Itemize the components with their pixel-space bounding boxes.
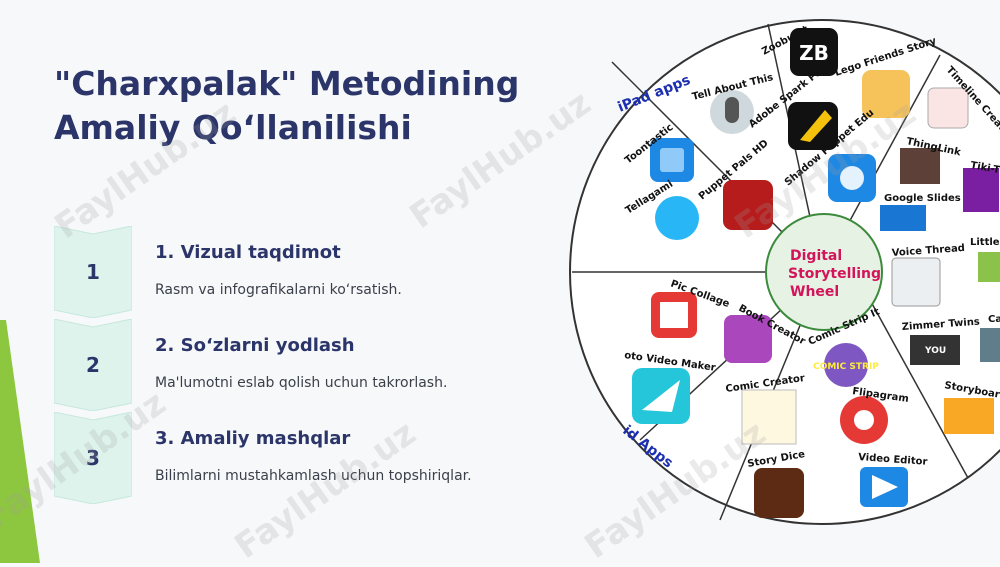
title-line-2: Amaliy Qo‘llanilishi: [54, 108, 412, 147]
voice-thread-icon: [891, 257, 941, 307]
step-number: 1: [86, 260, 100, 284]
book-creator-icon: [724, 315, 772, 363]
wheel-center-line-1: Digital: [790, 248, 842, 264]
step-title: 2. So‘zlarni yodlash: [155, 335, 355, 356]
comic-strip-icon-text: COMIC STRIP: [813, 362, 879, 372]
zooburst-icon: [790, 28, 838, 76]
app-label: Ca: [988, 314, 1000, 325]
step-chevron: [54, 226, 132, 318]
step-chevron: [54, 412, 132, 504]
step-1: 1 1. Vizual taqdimot Rasm va infografika…: [54, 226, 534, 318]
zimmer-twins-icon-text: YOU: [924, 346, 946, 356]
thinglink-icon: [900, 148, 940, 184]
app-label: Google Slides: [884, 193, 961, 204]
storytelling-wheel-image: iPad apps id Apps ZB Digital Storytellin…: [569, 19, 1000, 525]
zooburst-icon-text: ZB: [799, 41, 829, 65]
puppet-pals-icon: [723, 180, 773, 230]
storyboard-that-icon: [944, 398, 994, 434]
title-line-1: "Charxpalak" Metodining: [54, 64, 520, 103]
app-label: Tiki-T: [969, 160, 1000, 176]
step-description: Ma'lumotni eslab qolish uchun takrorlash…: [155, 375, 448, 391]
green-accent-strip: [0, 320, 40, 563]
little-bird-icon: [978, 252, 1000, 282]
tellagami-icon: [655, 196, 699, 240]
step-2: 2 2. So‘zlarni yodlash Ma'lumotni eslab …: [54, 319, 534, 411]
step-number: 3: [86, 446, 100, 470]
ca-icon: [980, 328, 1000, 362]
step-chevron: [54, 319, 132, 411]
app-label: Zimmer Twins: [901, 317, 980, 333]
slide-title: "Charxpalak" Metodining Amaliy Qo‘llanil…: [54, 62, 574, 150]
wheel-center: [765, 213, 883, 331]
timeline-icon: [927, 87, 969, 129]
story-dice-icon: [754, 468, 804, 518]
app-label: Little B: [970, 237, 1000, 248]
app-label: Video Editor: [858, 452, 928, 468]
lego-friends-icon: [862, 70, 910, 118]
google-slides-icon: [880, 205, 926, 231]
step-title: 3. Amaliy mashqlar: [155, 428, 351, 449]
step-title: 1. Vizual taqdimot: [155, 242, 341, 263]
zimmer-twins-icon: [910, 335, 960, 365]
wheel-center-line-2: Storytelling: [788, 266, 881, 282]
step-number: 2: [86, 353, 100, 377]
tiki-toki-icon: [963, 168, 999, 212]
wheel-center-line-3: Wheel: [790, 284, 839, 300]
app-label: Voice Thread: [891, 243, 965, 259]
step-3: 3 3. Amaliy mashqlar Bilimlarni mustahka…: [54, 412, 534, 504]
step-description: Rasm va infografikalarni ko‘rsatish.: [155, 282, 402, 298]
comic-creator-icon: [741, 389, 797, 445]
step-description: Bilimlarni mustahkamlash uchun topshiriq…: [155, 468, 472, 484]
comic-strip-icon: [824, 343, 868, 387]
